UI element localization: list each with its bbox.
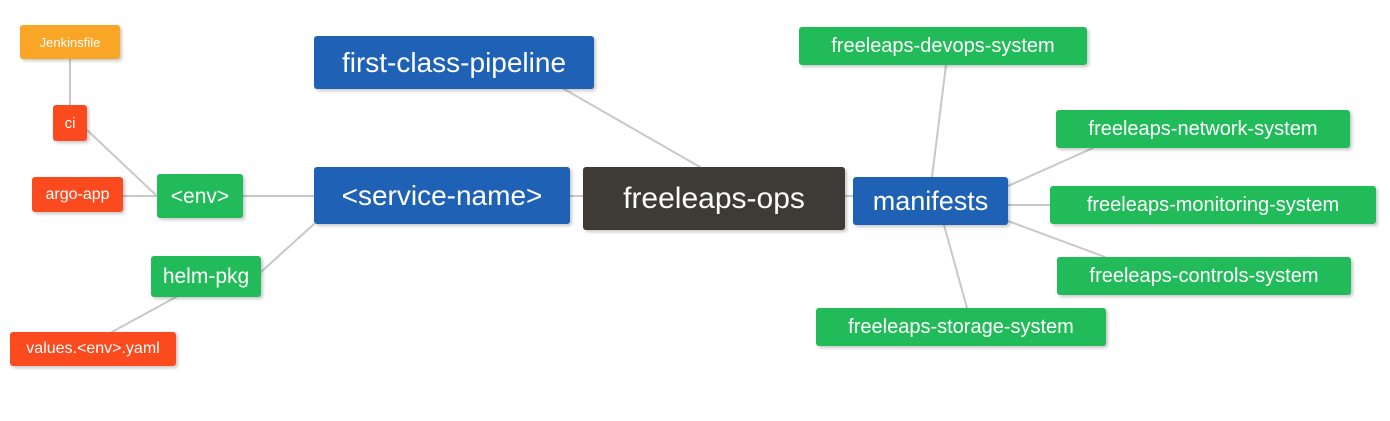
edge-manifests-to-freeleaps-storage-system bbox=[943, 224, 968, 309]
node-label-ci: ci bbox=[64, 114, 76, 132]
node-label-freeleaps-storage-system: freeleaps-storage-system bbox=[848, 316, 1074, 338]
node-label-freeleaps-network-system: freeleaps-network-system bbox=[1088, 118, 1318, 140]
node-label-freeleaps-controls-system: freeleaps-controls-system bbox=[1089, 265, 1319, 287]
node-helm-pkg[interactable]: helm-pkg bbox=[151, 256, 261, 297]
edge-manifests-to-freeleaps-devops-system bbox=[931, 64, 947, 178]
node-label-first-class-pipeline: first-class-pipeline bbox=[341, 46, 567, 78]
node-label-argo-app: argo-app bbox=[45, 185, 110, 203]
node-freeleaps-network-system[interactable]: freeleaps-network-system bbox=[1056, 110, 1350, 148]
node-service-name[interactable]: <service-name> bbox=[314, 167, 570, 224]
edge-manifests-to-freeleaps-controls-system bbox=[1007, 220, 1106, 258]
node-freeleaps-monitoring-system[interactable]: freeleaps-monitoring-system bbox=[1050, 186, 1376, 224]
node-freeleaps-storage-system[interactable]: freeleaps-storage-system bbox=[816, 308, 1106, 346]
edge-helm-pkg-to-values-yaml bbox=[111, 296, 177, 333]
node-label-jenkinsfile: Jenkinsfile bbox=[39, 34, 101, 50]
node-ci[interactable]: ci bbox=[53, 105, 87, 141]
node-label-freeleaps-ops: freeleaps-ops bbox=[623, 181, 805, 215]
edge-service-name-to-helm-pkg bbox=[260, 223, 315, 273]
node-env[interactable]: <env> bbox=[157, 174, 243, 218]
node-jenkinsfile[interactable]: Jenkinsfile bbox=[20, 25, 120, 59]
node-label-helm-pkg: helm-pkg bbox=[162, 265, 250, 288]
node-freeleaps-controls-system[interactable]: freeleaps-controls-system bbox=[1057, 257, 1351, 295]
node-argo-app[interactable]: argo-app bbox=[32, 177, 123, 212]
node-label-values-yaml: values.<env>.yaml bbox=[26, 340, 160, 357]
node-manifests[interactable]: manifests bbox=[853, 177, 1008, 225]
node-first-class-pipeline[interactable]: first-class-pipeline bbox=[314, 36, 594, 89]
node-label-freeleaps-devops-system: freeleaps-devops-system bbox=[831, 35, 1055, 57]
node-label-service-name: <service-name> bbox=[341, 179, 543, 211]
node-label-manifests: manifests bbox=[872, 185, 989, 216]
node-label-env: <env> bbox=[170, 184, 230, 208]
edge-manifests-to-freeleaps-network-system bbox=[1007, 147, 1094, 187]
edge-first-class-pipeline-to-freeleaps-ops bbox=[563, 88, 701, 168]
node-freeleaps-devops-system[interactable]: freeleaps-devops-system bbox=[799, 27, 1087, 65]
node-label-freeleaps-monitoring-system: freeleaps-monitoring-system bbox=[1086, 194, 1340, 216]
node-freeleaps-ops[interactable]: freeleaps-ops bbox=[583, 167, 845, 230]
node-values-yaml[interactable]: values.<env>.yaml bbox=[10, 332, 176, 366]
